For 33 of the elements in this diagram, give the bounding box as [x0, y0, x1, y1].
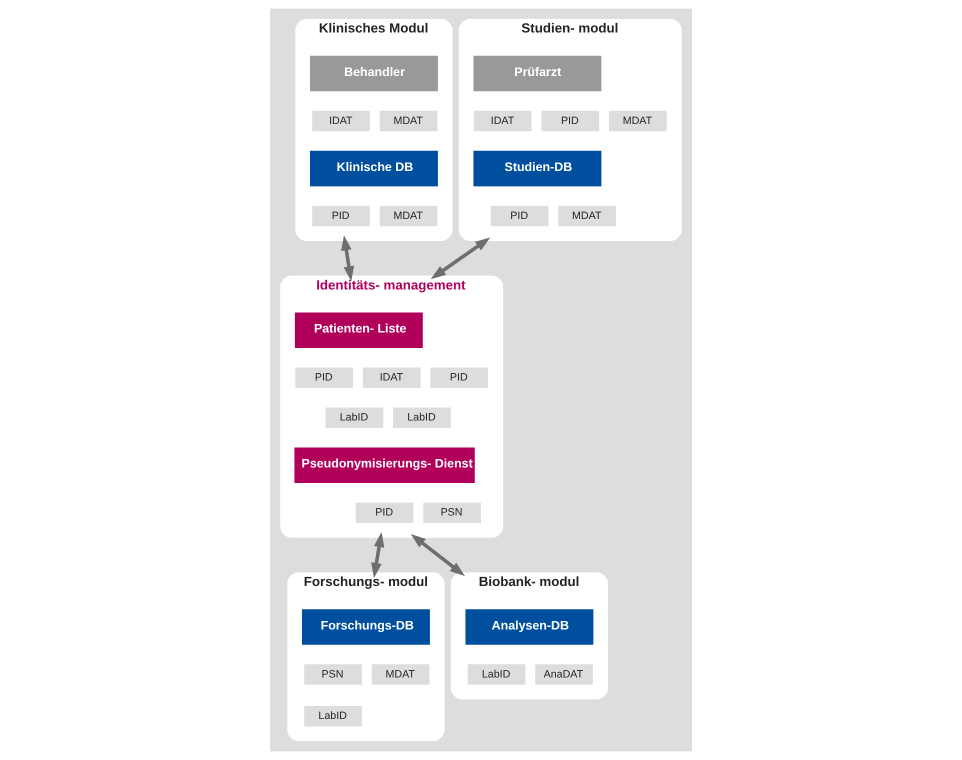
node-box: PID	[312, 206, 370, 226]
node-box: LabID	[468, 664, 526, 685]
arrow	[341, 235, 354, 282]
node-box: PSN	[423, 502, 481, 524]
node-box: LabID	[393, 408, 451, 428]
node-box: PID	[356, 502, 414, 524]
node-box: MDAT	[558, 206, 616, 226]
node-box: MDAT	[608, 110, 667, 132]
node-box: Behandler	[310, 56, 438, 92]
node-box: LabID	[304, 706, 362, 726]
node-box: IDAT	[312, 110, 370, 132]
node-box: IDAT	[474, 110, 532, 132]
node-box: AnaDAT	[535, 664, 593, 685]
node-box: Studien-DB	[473, 150, 602, 186]
node-box: PSN	[304, 664, 362, 685]
node-box: MDAT	[380, 110, 438, 132]
node-box: Forschungs-DB	[302, 609, 430, 645]
node-box: Klinische DB	[310, 150, 438, 186]
node-box: Patienten- Liste	[294, 312, 423, 348]
node-box: LabID	[326, 408, 384, 428]
node-box: PID	[541, 110, 600, 132]
node-box: MDAT	[380, 206, 438, 226]
arrow	[371, 532, 384, 578]
arrow	[430, 237, 490, 280]
node-box: Pseudonymisierungs- Dienst	[294, 448, 475, 484]
node-box: PID	[490, 206, 549, 226]
node-box: PID	[430, 368, 488, 388]
node-box: PID	[295, 368, 354, 388]
node-box: Analysen-DB	[465, 609, 594, 645]
arrow	[410, 534, 465, 576]
node-box: IDAT	[362, 368, 421, 388]
node-box: MDAT	[372, 664, 430, 685]
node-box: Prüfarzt	[473, 56, 602, 92]
